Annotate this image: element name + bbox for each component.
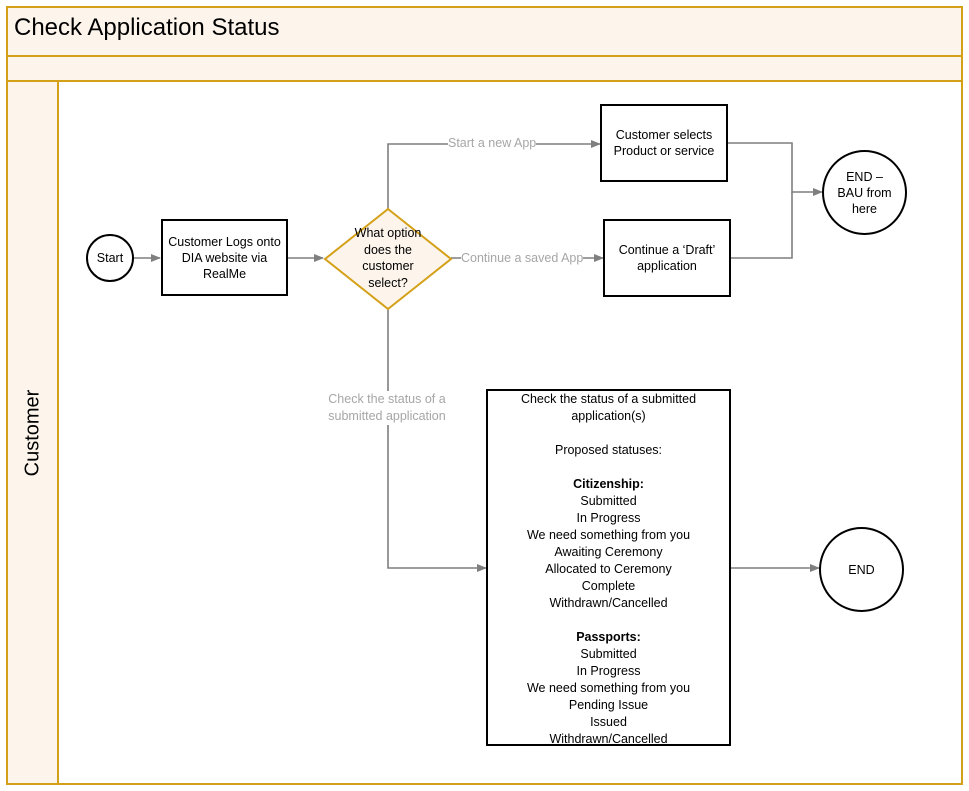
passport-status: Issued [590, 715, 627, 729]
citizenship-status: In Progress [576, 511, 641, 525]
citizenship-status: Allocated to Ceremony [545, 562, 672, 576]
decision-diamond [323, 207, 453, 311]
passport-status: We need something from you [526, 681, 691, 695]
select-product-step: Customer selects Product or service [600, 104, 728, 182]
passport-status: Withdrawn/Cancelled [549, 732, 668, 746]
passports-title: Passports: [576, 630, 641, 644]
continue-draft-step: Continue a ‘Draft’ application [603, 219, 731, 297]
passport-status: In Progress [576, 664, 641, 678]
start-node: Start [86, 234, 134, 282]
edge-product-end-bau [728, 142, 823, 196]
status-heading: Check the status of a submitted applicat… [520, 392, 697, 423]
edge-draft-end-bau [731, 192, 793, 259]
end-bau-node: END – BAU from here [822, 150, 907, 235]
status-box: Check the status of a submitted applicat… [486, 389, 731, 746]
passport-status: Pending Issue [568, 698, 649, 712]
login-step: Customer Logs onto DIA website via RealM… [161, 219, 288, 296]
citizenship-status: Withdrawn/Cancelled [549, 596, 668, 610]
page-title: Check Application Status [14, 14, 280, 41]
edge-label-new-app: Start a new App [448, 135, 537, 152]
passport-status: Submitted [580, 647, 637, 661]
citizenship-status: We need something from you [526, 528, 691, 542]
citizenship-title: Citizenship: [573, 477, 644, 491]
edge-label-check-status: Check the status of a submitted applicat… [322, 391, 452, 425]
citizenship-status: Awaiting Ceremony [554, 545, 663, 559]
decision-label: What option does the customer select? [354, 226, 422, 290]
edge-check-status [387, 309, 487, 572]
edge-new-app [387, 140, 601, 209]
status-proposed: Proposed statuses: [554, 443, 662, 457]
end-node: END [819, 527, 904, 612]
citizenship-status: Complete [581, 579, 636, 593]
citizenship-status: Submitted [580, 494, 637, 508]
edge-label-saved-app: Continue a saved App [461, 250, 584, 267]
lane-header [6, 80, 59, 785]
